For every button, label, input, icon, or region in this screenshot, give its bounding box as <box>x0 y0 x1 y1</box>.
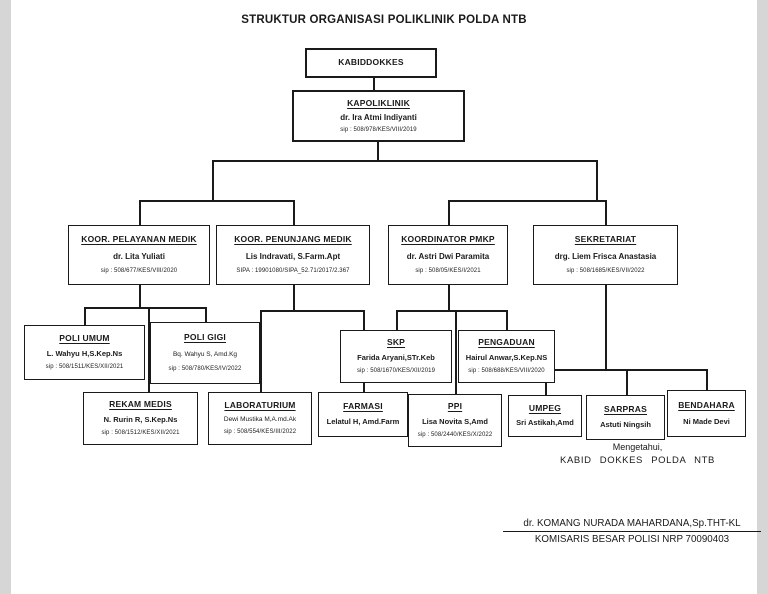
org-node-farmasi: FARMASI Lelatul H, Amd.Farm <box>318 392 408 437</box>
node-sip-number: sip : 508/780/KES/IV/2022 <box>168 366 242 373</box>
connector-line <box>596 160 598 201</box>
org-node-koor-pelayanan-medik: KOOR. PELAYANAN MEDIK dr. Lita Yuliati s… <box>68 225 210 285</box>
node-title: KAPOLIKLINIK <box>347 97 410 108</box>
node-title: SEKRETARIAT <box>574 234 637 245</box>
node-title: SARPRAS <box>604 403 647 414</box>
node-title: KABIDDOKKES <box>338 57 404 68</box>
officer-rank-nrp: KOMISARIS BESAR POLISI NRP 70090403 <box>534 534 730 545</box>
connector-line <box>205 307 207 322</box>
connector-line <box>377 142 379 160</box>
node-sip-number: sip : 508/05/KES/I/2021 <box>415 268 481 275</box>
node-sip-number: sip : 508/978/KES/VIII/2019 <box>340 126 417 133</box>
org-node-kapoliklinik: KAPOLIKLINIK dr. Ira Atmi Indiyanti sip … <box>292 90 465 142</box>
org-node-poli-gigi: POLI GIGI Bq. Wahyu S, Amd.Kg sip : 508/… <box>150 322 260 384</box>
node-person-name: dr. Lita Yuliati <box>113 251 165 261</box>
node-title: REKAM MEDIS <box>109 399 172 410</box>
org-node-koordinator-pmkp: KOORDINATOR PMKP dr. Astri Dwi Paramita … <box>388 225 508 285</box>
connector-line <box>448 285 450 311</box>
org-node-skp: SKP Farida Aryani,STr.Keb sip : 508/1670… <box>340 330 452 383</box>
viewer-gutter-left <box>0 0 11 594</box>
connector-line <box>84 307 86 325</box>
org-node-umpeg: UMPEG Sri Astikah,Amd <box>508 395 582 437</box>
connector-line <box>448 200 606 202</box>
connector-line <box>139 285 141 308</box>
connector-line <box>396 310 398 330</box>
node-title: FARMASI <box>343 400 383 411</box>
node-sip-number: sip : 508/2440/KES/X/2022 <box>417 431 493 438</box>
org-node-sarpras: SARPRAS Astuti Ningsih <box>586 395 665 440</box>
connector-line <box>139 200 141 225</box>
node-sip-number: sip : 508/677/KES/VIII/2020 <box>100 268 178 275</box>
node-person-name: Lelatul H, Amd.Farm <box>326 417 400 427</box>
connector-line <box>455 310 457 394</box>
node-sip-number: sip : 508/1512/KES/XII/2021 <box>101 429 180 436</box>
connector-line <box>506 310 508 330</box>
connector-line <box>260 310 364 312</box>
connector-line <box>212 160 214 201</box>
node-person-name: Astuti Ningsih <box>600 420 651 430</box>
node-person-name: dr. Astri Dwi Paramita <box>406 251 490 261</box>
connector-line <box>148 307 150 392</box>
connector-line <box>212 160 598 162</box>
mengetahui-label: Mengetahui, <box>612 442 663 452</box>
org-node-kabiddokkes: KABIDDOKKES <box>305 48 437 78</box>
node-person-name: Hairul Anwar,S.Kep.NS <box>465 352 548 362</box>
node-person-name: Farida Aryani,STr.Keb <box>357 352 435 362</box>
connector-line <box>396 310 507 312</box>
node-title: PPI <box>447 401 463 412</box>
org-node-koor-penunjang-medik: KOOR. PENUNJANG MEDIK Lis Indravati, S.F… <box>216 225 370 285</box>
node-person-name: dr. Ira Atmi Indiyanti <box>340 112 417 122</box>
connector-line <box>139 200 294 202</box>
connector-line <box>605 200 607 225</box>
connector-line <box>293 285 295 311</box>
node-title: LABORATURIUM <box>224 399 296 410</box>
node-person-name: Bq. Wahyu S, Amd.Kg <box>172 350 238 358</box>
node-person-name: drg. Liem Frisca Anastasia <box>554 251 657 261</box>
acknowledgement-block: Mengetahui, KABID DOKKES POLDA NTB <box>545 442 730 466</box>
officer-name: dr. KOMANG NURADA MAHARDANA,Sp.THT-KL <box>503 518 761 532</box>
node-title: KOORDINATOR PMKP <box>401 234 495 245</box>
signature-block: dr. KOMANG NURADA MAHARDANA,Sp.THT-KL KO… <box>503 518 761 545</box>
connector-line <box>626 369 628 395</box>
node-title: POLI UMUM <box>59 332 110 343</box>
org-node-pengaduan: PENGADUAN Hairul Anwar,S.Kep.NS sip : 50… <box>458 330 555 383</box>
node-sip-number: sip : 508/1511/KES/XII/2021 <box>45 364 124 371</box>
org-node-poli-umum: POLI UMUM L. Wahyu H,S.Kep.Ns sip : 508/… <box>24 325 145 380</box>
viewer-gutter-right <box>757 0 768 594</box>
connector-line <box>605 285 607 370</box>
kabid-dokkes-label: KABID DOKKES POLDA NTB <box>560 455 715 466</box>
org-node-sekretariat: SEKRETARIAT drg. Liem Frisca Anastasia s… <box>533 225 678 285</box>
node-title: KOOR. PELAYANAN MEDIK <box>81 234 197 245</box>
node-sip-number: sip : 508/688/KES/VIII/2020 <box>468 367 545 374</box>
node-person-name: Dewi Mustika M,A.md.Ak <box>223 416 297 424</box>
connector-line <box>260 310 262 392</box>
node-person-name: Lis Indravati, S.Farm.Apt <box>245 251 341 261</box>
node-person-name: Lisa Novita S,Amd <box>422 416 488 426</box>
connector-line <box>293 200 295 225</box>
node-title: KOOR. PENUNJANG MEDIK <box>234 234 352 245</box>
connector-line <box>448 200 450 225</box>
node-title: POLI GIGI <box>184 331 226 342</box>
connector-line <box>373 78 375 91</box>
connector-line <box>706 369 708 390</box>
node-title: BENDAHARA <box>678 399 735 410</box>
node-sip-number: sip : 508/554/KES/III/2022 <box>223 429 297 436</box>
node-sip-number: sip : 508/1685/KES/VII/2022 <box>566 268 645 275</box>
node-title: SKP <box>386 337 406 348</box>
connector-line <box>84 307 206 309</box>
org-node-rekam-medis: REKAM MEDIS N. Rurin R, S.Kep.Ns sip : 5… <box>83 392 198 445</box>
node-person-name: Ni Made Devi <box>683 416 730 426</box>
node-person-name: Sri Astikah,Amd <box>516 418 574 428</box>
node-person-name: N. Rurin R, S.Kep.Ns <box>103 414 178 424</box>
node-title: UMPEG <box>528 402 562 413</box>
node-title: PENGADUAN <box>478 337 535 348</box>
node-person-name: L. Wahyu H,S.Kep.Ns <box>46 348 123 358</box>
page-title: STRUKTUR ORGANISASI POLIKLINIK POLDA NTB <box>241 14 527 26</box>
node-sip-number: sip : 508/1670/KES/XII/2019 <box>356 367 436 374</box>
node-sip-number: SIPA : 19901080/SIPA_52.71/2017/2.367 <box>236 268 350 275</box>
org-node-bendahara: BENDAHARA Ni Made Devi <box>667 390 746 437</box>
org-node-ppi: PPI Lisa Novita S,Amd sip : 508/2440/KES… <box>408 394 502 447</box>
org-node-laboraturium: LABORATURIUM Dewi Mustika M,A.md.Ak sip … <box>208 392 312 445</box>
